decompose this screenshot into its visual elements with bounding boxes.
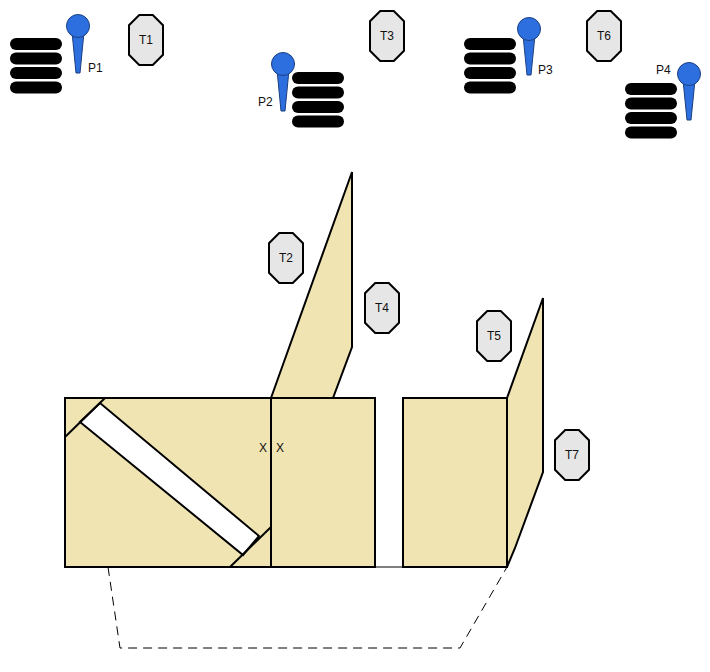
popper-head xyxy=(67,15,90,38)
tire xyxy=(292,116,344,128)
popper-head xyxy=(518,18,541,41)
tire xyxy=(464,53,516,65)
tire xyxy=(292,87,344,99)
popper-label: P2 xyxy=(258,96,273,108)
popper-label: P3 xyxy=(538,64,553,76)
wall-box xyxy=(65,398,271,567)
popper-label: P1 xyxy=(88,62,103,74)
tire-stacks xyxy=(10,38,677,139)
wall-box xyxy=(271,398,375,567)
target-label: T3 xyxy=(380,30,394,42)
target-octagon: T1 xyxy=(129,15,163,65)
wall-edge xyxy=(65,398,105,437)
popper-stem xyxy=(72,32,84,73)
tire xyxy=(625,127,677,139)
target-label: T5 xyxy=(487,330,501,342)
target-label: T6 xyxy=(597,30,611,42)
target-octagon: T2 xyxy=(269,233,303,283)
shooting-area-boundary xyxy=(108,567,507,648)
target-octagon: T5 xyxy=(477,311,511,361)
tire xyxy=(10,38,62,50)
window-opening xyxy=(80,403,259,555)
tire xyxy=(10,82,62,94)
fault-line xyxy=(375,567,403,568)
tire xyxy=(625,112,677,124)
tire xyxy=(625,83,677,95)
popper-pins xyxy=(67,15,701,121)
popper-stem xyxy=(277,70,289,111)
tire xyxy=(625,98,677,110)
tire xyxy=(292,101,344,113)
target-octagon: T4 xyxy=(365,283,399,333)
tire xyxy=(464,38,516,50)
angled-wall xyxy=(271,172,352,398)
target-octagon: T7 xyxy=(555,430,589,480)
tire xyxy=(464,67,516,79)
popper-head xyxy=(678,63,701,86)
target-octagon: T3 xyxy=(370,11,404,61)
popper-label: P4 xyxy=(656,64,671,76)
tire xyxy=(10,53,62,65)
tire xyxy=(464,82,516,94)
walls xyxy=(65,172,543,567)
target-octagon: T6 xyxy=(587,11,621,61)
mark-label: X xyxy=(276,442,284,454)
wall-box xyxy=(403,398,507,567)
target-label: T2 xyxy=(279,252,293,264)
mark-label: X xyxy=(259,442,267,454)
target-label: T4 xyxy=(375,302,389,314)
popper-head xyxy=(272,53,295,76)
target-label: T7 xyxy=(565,449,579,461)
tire xyxy=(292,72,344,84)
target-label: T1 xyxy=(139,34,153,46)
wall-edge xyxy=(230,527,271,567)
tire xyxy=(10,67,62,79)
angled-wall xyxy=(507,298,543,567)
